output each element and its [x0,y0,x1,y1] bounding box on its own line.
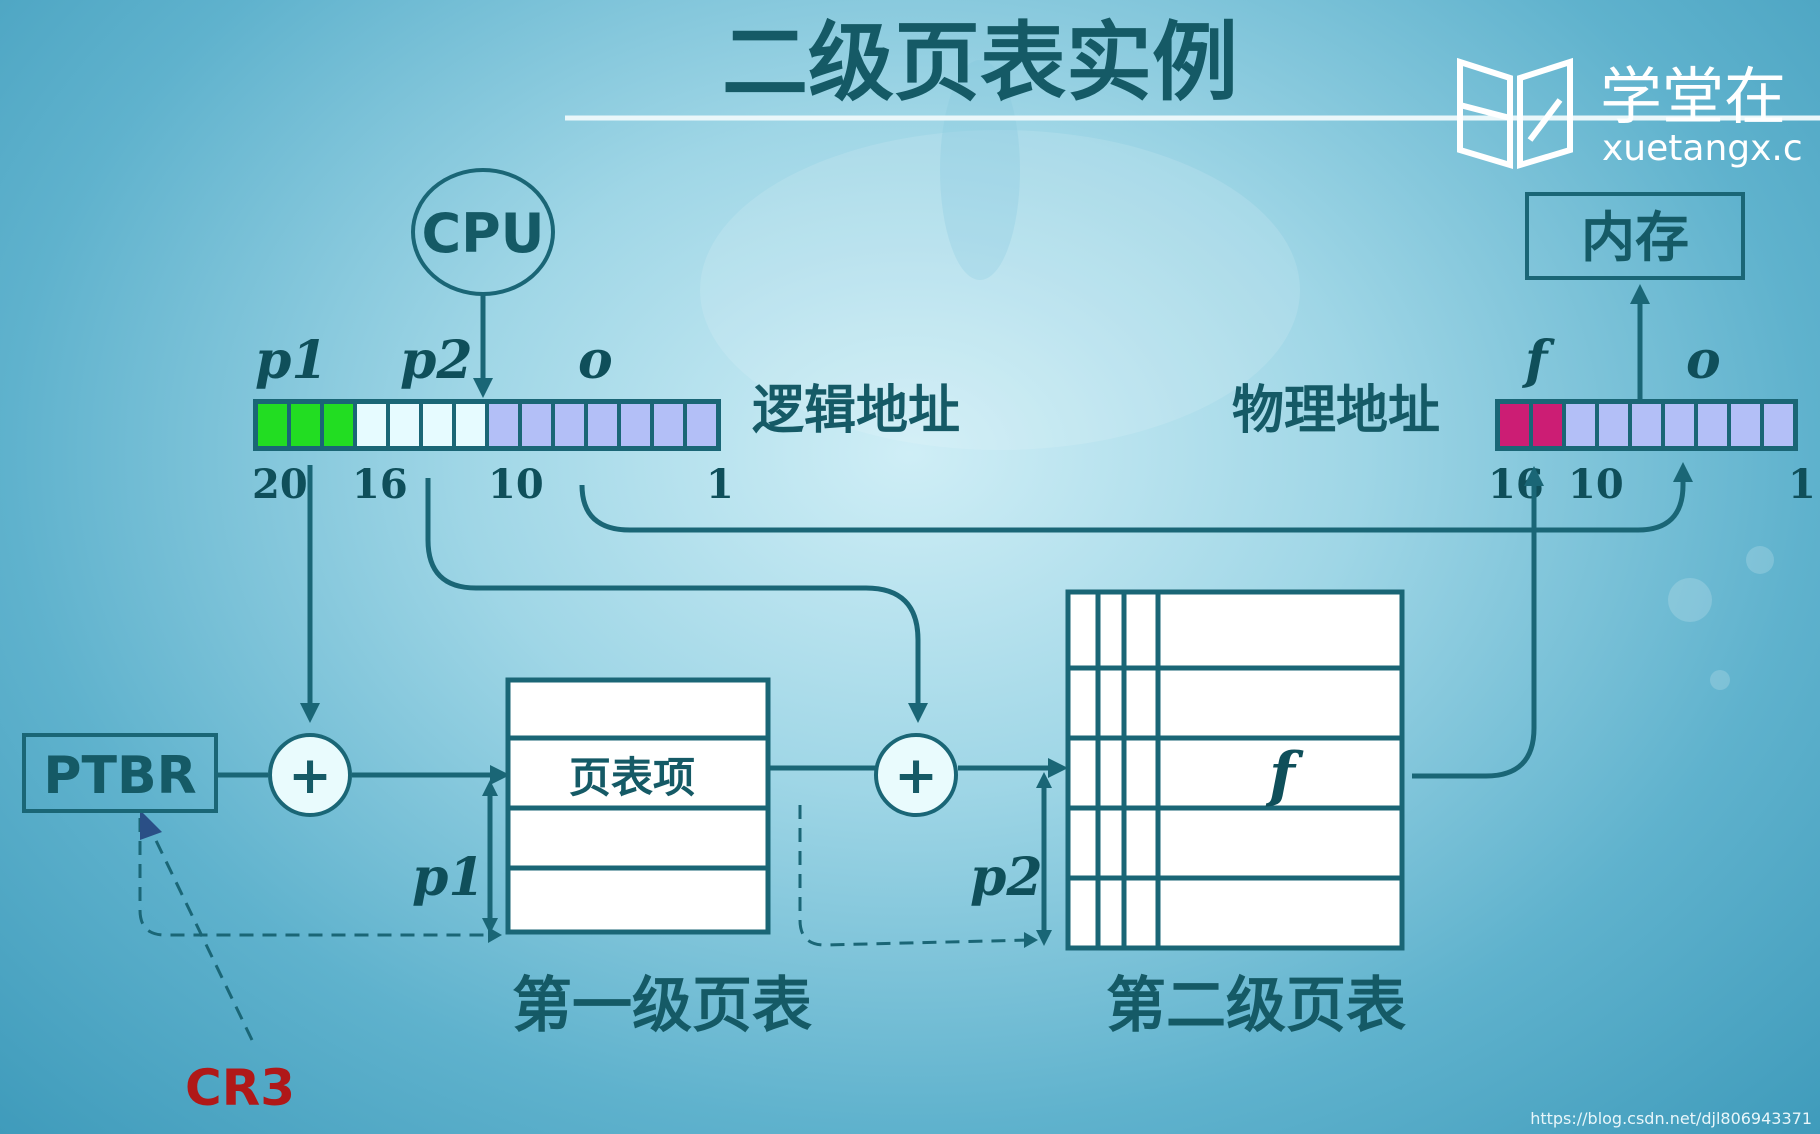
ptbr-label: PTBR [43,746,196,806]
logical-address-bit-cell [456,404,485,446]
logical-address-bit-cell [390,404,419,446]
physical-address-bit-cell [1665,404,1694,446]
watermark-brand-url: xuetangx.c [1602,128,1803,169]
logical-field-o: o [578,330,613,391]
physical-address-bit-cell [1698,404,1727,446]
logical-address-label: 逻辑地址 [752,381,960,441]
memory-box [1525,192,1745,280]
second-level-page-table [1065,589,1405,951]
logical-bit-10: 10 [488,461,544,508]
physical-address-bit-cell [1500,404,1529,446]
logical-address-bit-cell [357,404,386,446]
physical-address-bit-cell [1533,404,1562,446]
adder-second: + [874,733,958,817]
memory-label: 内存 [1581,206,1689,269]
physical-field-f: f [1521,330,1555,391]
logical-address-bit-cell [423,404,452,446]
book-icon [1457,57,1573,170]
connector-lines [138,462,1693,1041]
second-table-caption: 第二级页表 [1106,971,1406,1041]
memory-arrow-head [1630,284,1650,304]
physical-address-register [1495,399,1798,451]
logical-address-bit-cell [588,404,617,446]
logical-field-p1: p1 [255,330,328,391]
logical-bit-1: 1 [706,461,734,508]
logical-bit-20: 20 [252,461,308,508]
first-table-caption: 第一级页表 [512,971,812,1041]
logical-address-bit-cell [291,404,320,446]
first-level-page-table [505,677,771,935]
logical-address-bit-cell [555,404,584,446]
physical-address-bit-cell [1632,404,1661,446]
page-title: 二级页表实例 [722,13,1238,113]
logical-address-frame [253,399,721,451]
physical-address-bit-cell [1599,404,1628,446]
physical-bit-10: 10 [1568,461,1624,508]
adder-first: + [268,733,352,817]
physical-address-bit-cell [1764,404,1793,446]
logical-address-register [253,399,721,451]
ptbr-register [22,733,218,813]
background-decoration [700,60,1774,690]
adder-first-symbol: + [288,746,332,806]
logical-address-bit-cell [687,404,716,446]
physical-address-bit-cell [1731,404,1760,446]
first-table-entry: 页表项 [569,753,695,802]
cpu-node [411,168,555,296]
watermark-brand-cn: 学堂在 [1600,60,1786,133]
logical-bit-16: 16 [352,461,408,508]
first-table-offset-label: p1 [412,847,485,908]
physical-bit-1: 1 [1788,461,1816,508]
logical-field-p2: p2 [400,330,473,391]
cr3-label: CR3 [185,1059,295,1117]
logical-address-bit-cell [489,404,518,446]
logical-address-bit-cell [621,404,650,446]
footer-credit: https://blog.csdn.net/djl806943371 [1530,1109,1812,1128]
physical-field-o: o [1686,330,1721,391]
logical-address-bit-cell [522,404,551,446]
watermark-logo: 学堂在 xuetangx.c [1457,57,1803,170]
logical-address-bit-cell [324,404,353,446]
logical-address-bit-cell [654,404,683,446]
second-table-offset-label: p2 [970,847,1043,908]
logical-address-bit-cell [258,404,287,446]
physical-address-bit-cell [1566,404,1595,446]
cpu-arrow-head [473,378,493,398]
adder-second-symbol: + [894,746,938,806]
physical-address-label: 物理地址 [1232,381,1440,441]
cpu-label: CPU [421,202,544,265]
